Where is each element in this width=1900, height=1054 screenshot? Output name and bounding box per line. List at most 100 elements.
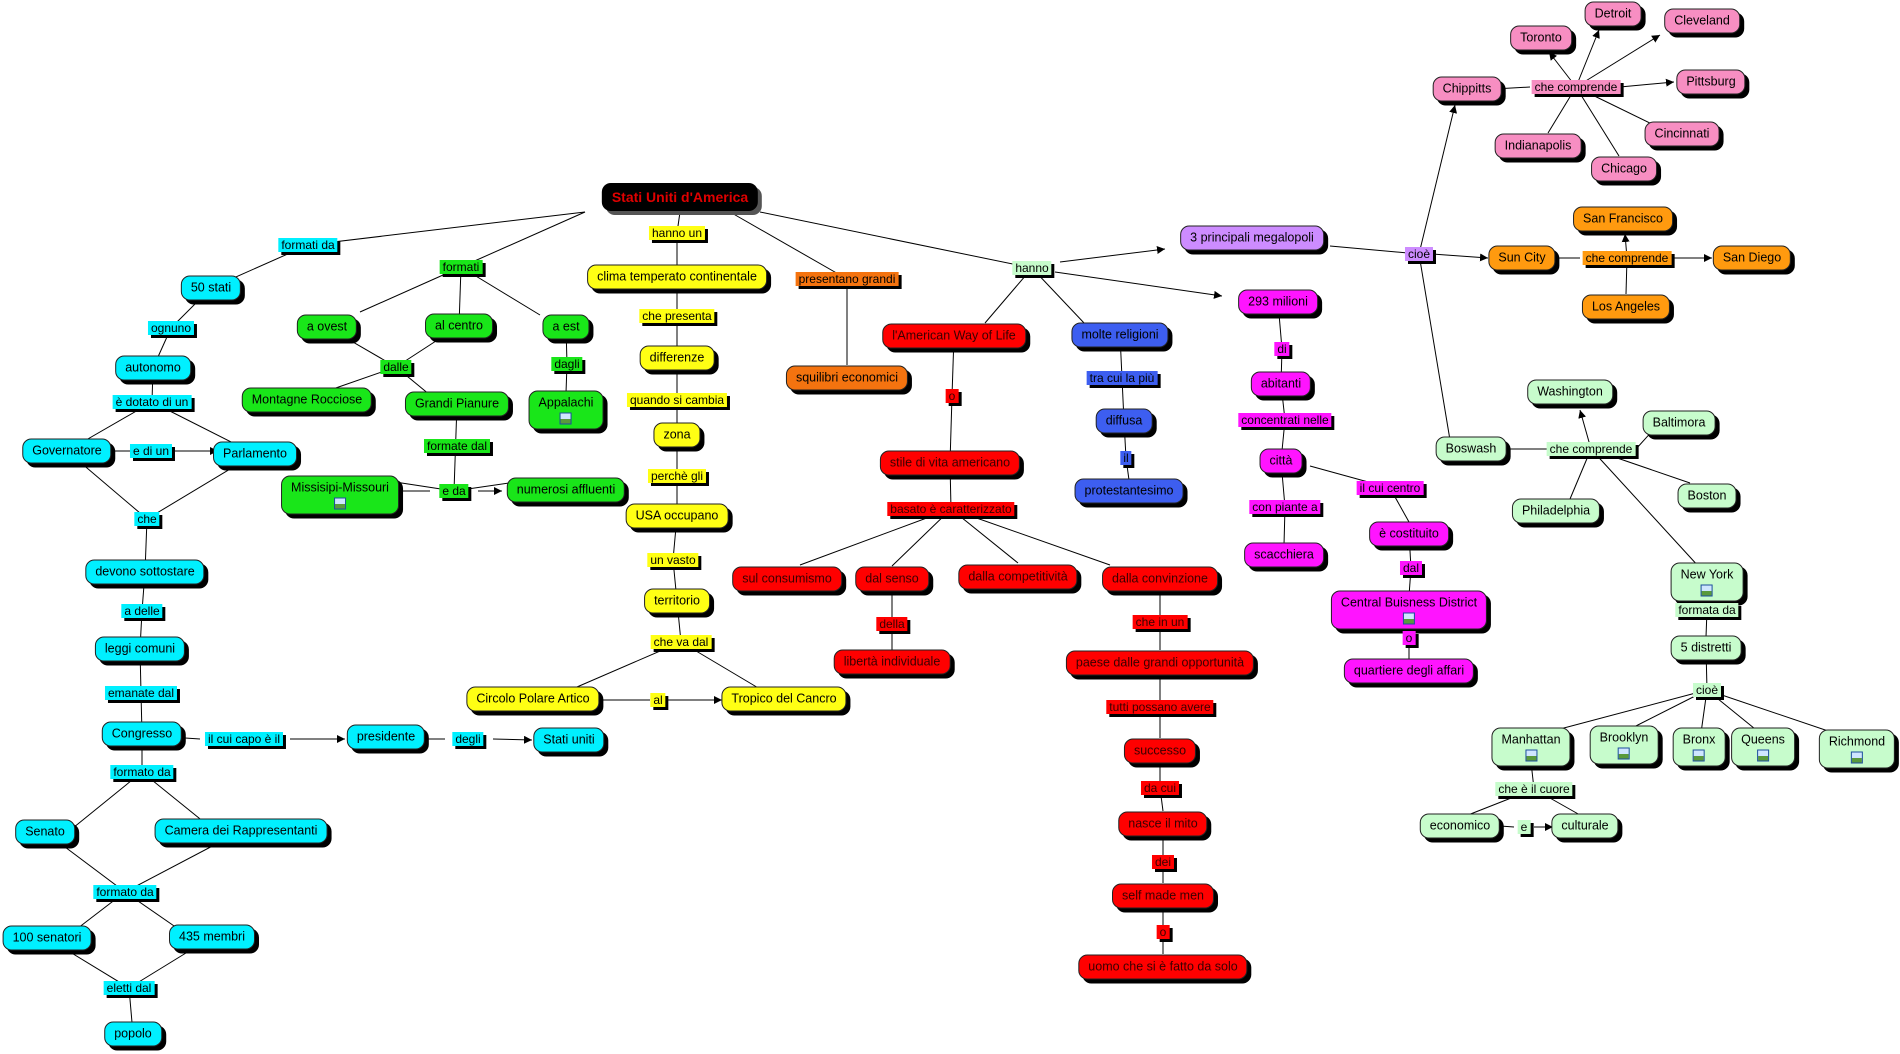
link-label[interactable]: tutti possano avere xyxy=(1106,700,1214,714)
link-label[interactable]: cioè xyxy=(1692,683,1722,697)
node-dalla-convinzione[interactable]: dalla convinzione xyxy=(1102,566,1218,592)
image-icon[interactable] xyxy=(1617,747,1630,760)
link-label[interactable]: hanno xyxy=(1012,261,1052,275)
node-congresso[interactable]: Congresso xyxy=(101,721,183,747)
image-icon[interactable] xyxy=(1403,612,1415,625)
link-label[interactable]: formati xyxy=(439,260,483,274)
node-stati-uniti[interactable]: Stati uniti xyxy=(533,727,605,753)
node-presidente[interactable]: presidente xyxy=(346,724,426,750)
image-icon[interactable] xyxy=(333,497,346,510)
node-megalopoli[interactable]: 3 principali megalopoli xyxy=(1180,225,1324,251)
node-differenze[interactable]: differenze xyxy=(639,345,715,371)
image-icon[interactable] xyxy=(1693,749,1705,762)
link-label[interactable]: concentrati nelle xyxy=(1238,413,1332,427)
node-tropico-cancro[interactable]: Tropico del Cancro xyxy=(721,686,847,712)
node-e-costituito[interactable]: è costituito xyxy=(1369,521,1449,547)
node-manhattan[interactable]: Manhattan xyxy=(1491,727,1571,767)
node-san-francisco[interactable]: San Francisco xyxy=(1573,206,1673,232)
link-label[interactable]: che è il cuore xyxy=(1495,782,1573,796)
node-senato[interactable]: Senato xyxy=(15,819,75,845)
node-molte-religioni[interactable]: molte religioni xyxy=(1071,322,1169,348)
link-label[interactable]: basato è caratterizzato xyxy=(887,502,1015,516)
link-label[interactable]: hanno un xyxy=(648,226,706,240)
node-dal-senso[interactable]: dal senso xyxy=(855,566,929,592)
node-50-stati[interactable]: 50 stati xyxy=(180,275,242,301)
image-icon[interactable] xyxy=(560,412,572,425)
node-dalla-competitivita[interactable]: dalla competitività xyxy=(958,564,1078,590)
node-diffusa[interactable]: diffusa xyxy=(1095,408,1153,434)
node-economico[interactable]: economico xyxy=(1419,813,1501,839)
link-label[interactable]: che va dal xyxy=(650,635,712,649)
node-autonomo[interactable]: autonomo xyxy=(115,355,191,381)
link-label[interactable]: formati da xyxy=(278,238,338,252)
link-label[interactable]: è dotato di un xyxy=(112,395,192,409)
node-100-senatori[interactable]: 100 senatori xyxy=(2,925,92,951)
node-indianapolis[interactable]: Indianapolis xyxy=(1494,133,1582,159)
node-paese-opportunita[interactable]: paese dalle grandi opportunità xyxy=(1065,650,1255,676)
image-icon[interactable] xyxy=(1757,749,1769,762)
node-a-ovest[interactable]: a ovest xyxy=(296,314,358,340)
link-label[interactable]: che xyxy=(134,512,160,526)
link-label[interactable]: quando si cambia xyxy=(626,393,728,407)
link-label[interactable]: ognuno xyxy=(147,321,195,335)
node-5-distretti[interactable]: 5 distretti xyxy=(1670,635,1742,661)
link-label[interactable]: e da xyxy=(439,484,469,498)
link-label[interactable]: della xyxy=(876,617,908,631)
node-cleveland[interactable]: Cleveland xyxy=(1664,8,1740,34)
node-cincinnati[interactable]: Cincinnati xyxy=(1644,121,1720,147)
link-label[interactable]: formata da xyxy=(1675,603,1739,617)
link-label[interactable]: dal xyxy=(1399,561,1423,575)
node-camera-rappresentanti[interactable]: Camera dei Rappresentanti xyxy=(154,818,328,844)
link-label[interactable]: tra cui la più xyxy=(1086,371,1158,385)
node-a-est[interactable]: a est xyxy=(542,314,590,340)
link-label[interactable]: con piante a xyxy=(1249,500,1321,514)
node-montagne-rocciose[interactable]: Montagne Rocciose xyxy=(241,387,373,413)
node-scacchiera[interactable]: scacchiera xyxy=(1244,542,1324,568)
link-label[interactable]: di xyxy=(1274,342,1290,356)
node-governatore[interactable]: Governatore xyxy=(22,438,112,464)
node-american-way[interactable]: l'American Way of Life xyxy=(882,323,1026,349)
node-sul-consumismo[interactable]: sul consumismo xyxy=(732,566,842,592)
node-numerosi-affluenti[interactable]: numerosi affluenti xyxy=(506,477,626,503)
node-grandi-pianure[interactable]: Grandi Pianure xyxy=(404,391,510,417)
node-bronx[interactable]: Bronx xyxy=(1672,727,1726,767)
node-new-york[interactable]: New York xyxy=(1670,562,1744,602)
link-label[interactable]: eletti dal xyxy=(103,981,155,995)
link-label[interactable]: un vasto xyxy=(647,553,699,567)
node-central-business-district[interactable]: Central Buisness District xyxy=(1330,590,1488,630)
link-label[interactable]: formate dal xyxy=(423,439,491,453)
link-label[interactable]: dalle xyxy=(380,360,412,374)
node-uomo-fatto-da-solo[interactable]: uomo che si è fatto da solo xyxy=(1078,954,1248,980)
link-label[interactable]: cioè xyxy=(1404,247,1434,261)
link-label[interactable]: che comprende xyxy=(1546,442,1636,456)
node-al-centro[interactable]: al centro xyxy=(425,313,493,339)
node-detroit[interactable]: Detroit xyxy=(1584,1,1642,27)
node-boswash[interactable]: Boswash xyxy=(1435,436,1507,462)
node-appalachi[interactable]: Appalachi xyxy=(528,390,604,430)
node-leggi-comuni[interactable]: leggi comuni xyxy=(94,636,186,662)
link-label[interactable]: perchè gli xyxy=(647,469,707,483)
node-washington[interactable]: Washington xyxy=(1527,379,1613,405)
node-chicago[interactable]: Chicago xyxy=(1591,156,1657,182)
node-293-milioni[interactable]: 293 milioni xyxy=(1238,289,1318,315)
image-icon[interactable] xyxy=(1524,749,1537,762)
node-self-made-men[interactable]: self made men xyxy=(1112,883,1214,909)
node-missisipi-missouri[interactable]: Missisipi-Missouri xyxy=(281,475,399,515)
node-squilibri-economici[interactable]: squilibri economici xyxy=(785,365,909,391)
node-toronto[interactable]: Toronto xyxy=(1510,25,1572,51)
link-label[interactable]: che comprende xyxy=(1582,251,1672,265)
link-label[interactable]: formato da xyxy=(93,885,157,899)
node-circolo-polare[interactable]: Circolo Polare Artico xyxy=(466,686,600,712)
node-clima[interactable]: clima temperato continentale xyxy=(587,264,767,290)
node-nasce-il-mito[interactable]: nasce il mito xyxy=(1118,811,1208,837)
node-queens[interactable]: Queens xyxy=(1731,727,1795,767)
link-label[interactable]: presentano grandi xyxy=(795,272,899,286)
node-philadelphia[interactable]: Philadelphia xyxy=(1511,498,1601,524)
link-label[interactable]: che comprende xyxy=(1531,80,1621,94)
link-label[interactable]: il cui capo è il xyxy=(204,732,284,746)
link-label[interactable]: degli xyxy=(452,732,484,746)
link-label[interactable]: a delle xyxy=(121,604,163,618)
node-brooklyn[interactable]: Brooklyn xyxy=(1589,725,1659,765)
node-zona[interactable]: zona xyxy=(653,422,701,448)
node-protestantesimo[interactable]: protestantesimo xyxy=(1074,478,1184,504)
